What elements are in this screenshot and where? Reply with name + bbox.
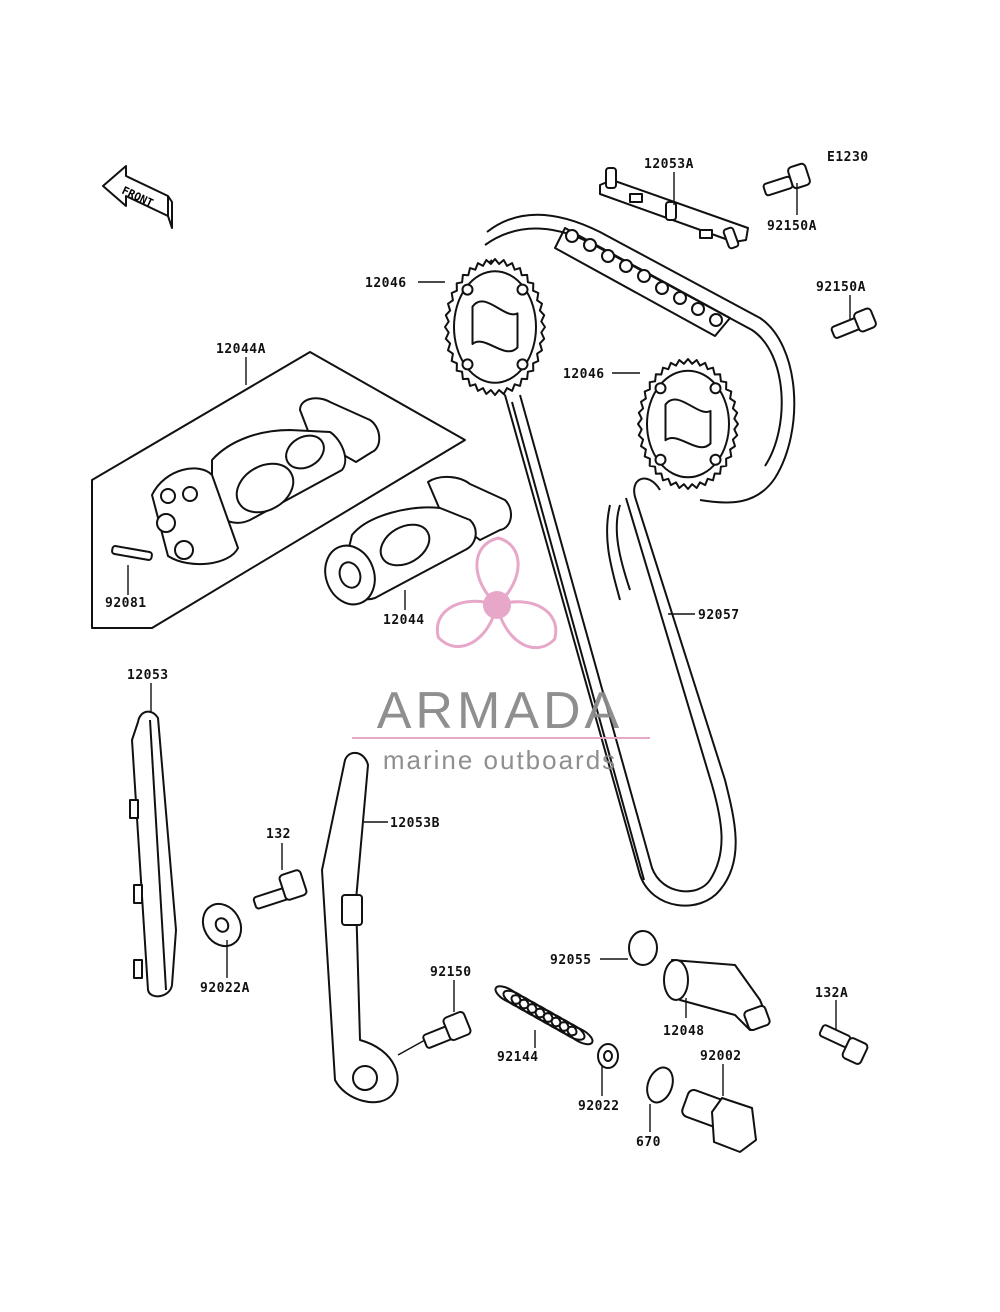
oring-670 (646, 1066, 674, 1104)
label-12048: 12048 (663, 1024, 705, 1039)
leader-lines (127, 172, 851, 1132)
chain-guide-12053 (129, 710, 177, 998)
washer-92022 (597, 1043, 619, 1069)
label-132: 132 (266, 827, 291, 842)
oring-92055 (628, 930, 658, 966)
label-92022a: 92022A (200, 981, 250, 996)
label-92055: 92055 (550, 953, 592, 968)
bolt-92150a-top (762, 162, 811, 197)
label-12044: 12044 (383, 613, 425, 628)
plug-92002 (681, 1089, 757, 1153)
spring-92144 (494, 985, 594, 1046)
chain-links (554, 227, 731, 337)
label-92057: 92057 (698, 608, 740, 623)
bolt-132a (818, 1024, 869, 1065)
part-labels: 12053A 92150A 92150A 12046 12046 12044A … (105, 157, 866, 1150)
washer-92022a (201, 902, 243, 948)
label-12046-left: 12046 (365, 276, 407, 291)
chain-guide-12053b (321, 751, 399, 1104)
cam-chain (474, 213, 796, 907)
label-12046-right: 12046 (563, 367, 605, 382)
label-12053b: 12053B (390, 816, 440, 831)
label-132a: 132A (815, 986, 848, 1001)
tensioner-12048 (663, 959, 771, 1032)
watermark-tagline: marine outboards (383, 745, 617, 775)
label-92081: 92081 (105, 596, 147, 611)
label-92150: 92150 (430, 965, 472, 980)
label-92150a-top: 92150A (767, 219, 817, 234)
label-92150a-mid: 92150A (816, 280, 866, 295)
label-12053: 12053 (127, 668, 169, 683)
watermark-brand: ARMADA (377, 682, 623, 740)
armada-watermark: ARMADA marine outboards (352, 536, 650, 775)
diagram-code: E1230 (827, 150, 869, 165)
propeller-logo-icon (435, 536, 558, 650)
label-12044a: 12044A (216, 342, 266, 357)
label-92002: 92002 (700, 1049, 742, 1064)
label-12053a: 12053A (644, 157, 694, 172)
label-92022: 92022 (578, 1099, 620, 1114)
chain-guide-top (599, 167, 749, 250)
front-arrow-icon: FRONT (102, 165, 173, 229)
bolt-92150a-mid (830, 307, 877, 339)
label-670: 670 (636, 1135, 661, 1150)
label-92144: 92144 (497, 1050, 539, 1065)
sprocket-right (637, 358, 739, 490)
camshaft-12044 (324, 476, 512, 606)
bolt-92150 (422, 1010, 472, 1049)
bolt-132 (252, 869, 308, 910)
sprocket-left (444, 258, 546, 396)
camshaft-12044a (91, 351, 466, 629)
